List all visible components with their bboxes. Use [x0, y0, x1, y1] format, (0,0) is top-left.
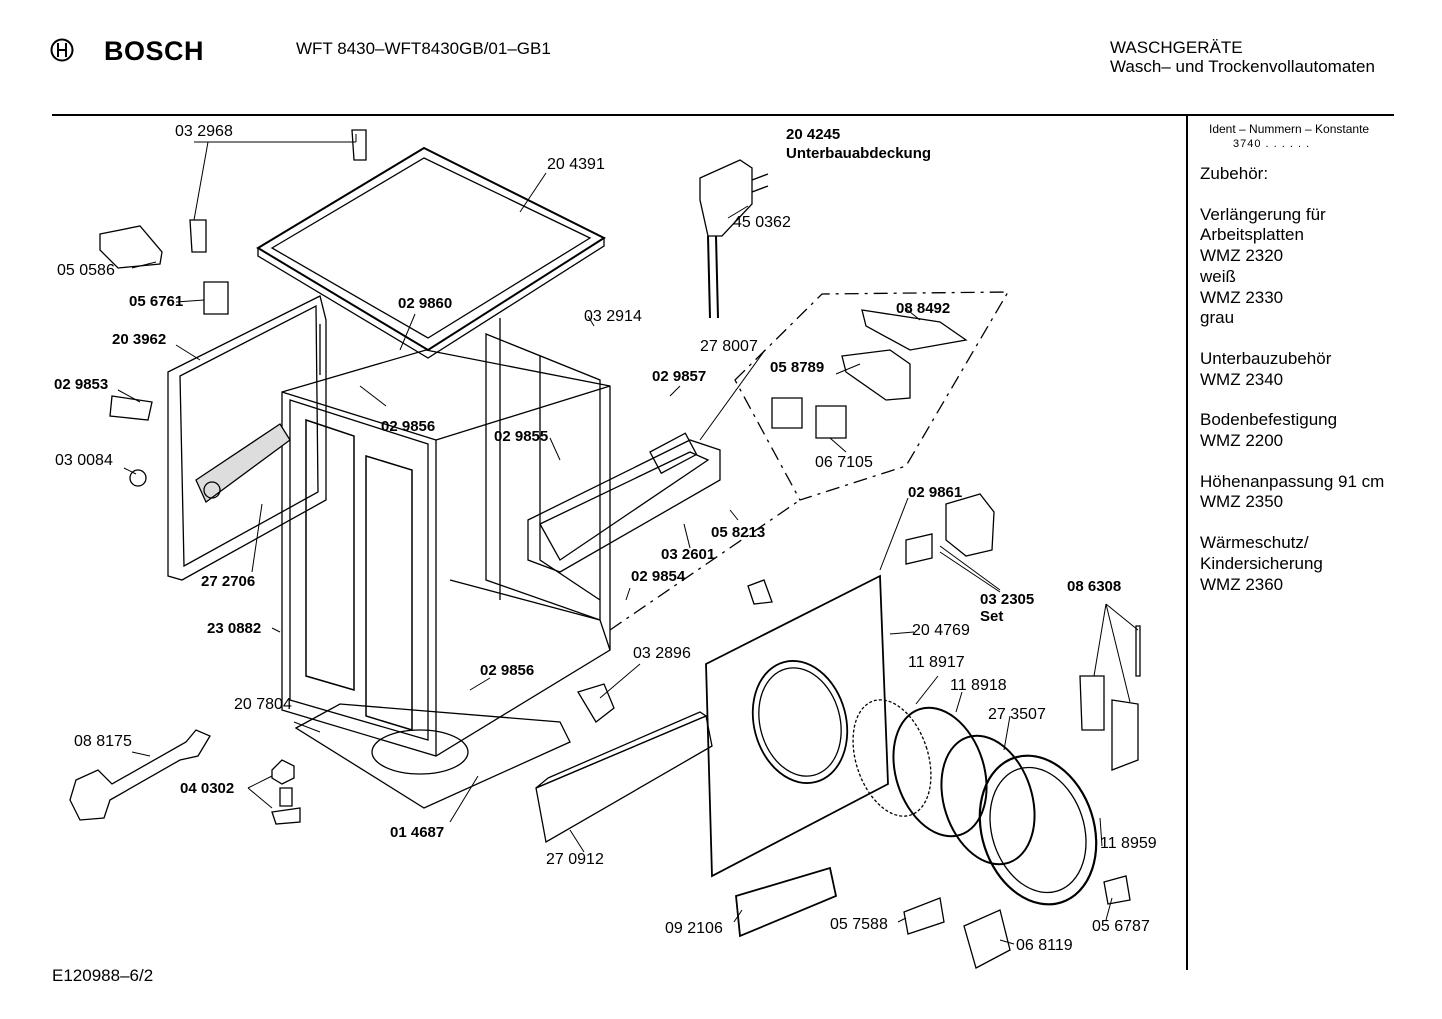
leader-lines [118, 134, 1138, 944]
part-label-032601: 03 2601 [661, 546, 716, 563]
part-label-029855: 02 9855 [494, 428, 549, 445]
ident-label: Ident – Nummern – Konstante [1209, 122, 1370, 136]
part-label-088175: 08 8175 [74, 733, 132, 750]
sidebar-divider [1186, 116, 1188, 970]
accessory-line: WMZ 2200 [1200, 431, 1284, 451]
top-cover-part [258, 148, 604, 358]
wrench-tool [70, 730, 210, 820]
part-label-278007: 27 8007 [700, 338, 758, 355]
part-label-unterbauabdeckung: Unterbauabdeckung [786, 145, 932, 162]
accessories-title: Zubehör: [1200, 164, 1269, 183]
category-subtitle: Wasch– und Trockenvollautomaten [1110, 57, 1375, 76]
brand-name: BOSCH [104, 36, 205, 66]
part-label-set: Set [980, 608, 1004, 625]
accessory-line: WMZ 2340 [1200, 369, 1284, 389]
kick-panel-part [536, 712, 712, 842]
power-cord-part [700, 160, 768, 318]
part-label-092106: 09 2106 [665, 920, 723, 937]
part-label-118959: 11 8959 [1100, 835, 1157, 852]
side-panel-part [168, 296, 326, 580]
exploded-parts-diagram [0, 0, 1186, 1000]
part-label-058213: 05 8213 [711, 524, 766, 541]
part-label-270912: 27 0912 [546, 851, 604, 868]
part-label-118917: 11 8917 [908, 654, 965, 671]
part-label-029857: 02 9857 [652, 368, 707, 385]
part-label-030084: 03 0084 [55, 452, 113, 469]
ident-value: 3740 . . . . . . [1233, 138, 1311, 150]
front-panel-part [706, 576, 888, 876]
part-label-032914: 03 2914 [584, 308, 642, 325]
accessory-line: Verlängerung für [1200, 204, 1326, 224]
part-label-032305: 03 2305 [980, 591, 1035, 608]
part-label-029861: 02 9861 [908, 484, 963, 501]
accessory-line: Arbeitsplatten [1200, 225, 1304, 245]
accessory-line: Kindersicherung [1200, 553, 1323, 573]
part-label-056787: 05 6787 [1092, 918, 1150, 935]
part-label-204769: 20 4769 [912, 622, 970, 639]
part-label-029856-b: 02 9856 [480, 662, 535, 679]
part-label-203962: 20 3962 [112, 331, 167, 348]
accessory-line: Unterbauzubehör [1200, 348, 1332, 368]
hinge-lock-parts [906, 494, 1140, 770]
accessory-line: grau [1200, 308, 1235, 328]
part-label-032896: 03 2896 [633, 645, 691, 662]
accessory-line: weiß [1200, 266, 1236, 286]
control-panel-part [528, 433, 720, 572]
small-parts-left [100, 130, 366, 486]
part-label-050586: 05 0586 [57, 262, 115, 279]
part-label-450362: 45 0362 [733, 214, 791, 231]
foot-screw-part [272, 760, 300, 824]
part-label-029853: 02 9853 [54, 376, 109, 393]
part-label-272706: 27 2706 [201, 573, 256, 590]
part-label-032968: 03 2968 [175, 123, 233, 140]
part-label-118918: 11 8918 [950, 677, 1007, 694]
part-label-058789: 05 8789 [770, 359, 825, 376]
bracket-dashed-outline [610, 500, 800, 630]
part-label-204245: 20 4245 [786, 126, 841, 143]
part-label-014687: 01 4687 [390, 824, 445, 841]
accessory-line: Höhenanpassung 91 cm [1200, 471, 1385, 491]
accessory-line: WMZ 2330 [1200, 287, 1284, 307]
part-label-040302: 04 0302 [180, 780, 235, 797]
accessory-line: WMZ 2350 [1200, 492, 1284, 512]
part-label-057588: 05 7588 [830, 916, 888, 933]
electronics-parts [772, 310, 966, 438]
part-label-068119: 06 8119 [1016, 937, 1073, 954]
door-ring-parts [839, 690, 1115, 920]
accessory-line: Wärmeschutz/ [1200, 533, 1309, 553]
accessory-line: WMZ 2320 [1200, 246, 1284, 266]
base-plate-part [296, 704, 570, 808]
part-label-273507: 27 3507 [988, 706, 1046, 723]
part-label-029860: 02 9860 [398, 295, 453, 312]
electronics-dashed-outline [735, 292, 1008, 500]
part-label-086308: 08 6308 [1067, 578, 1122, 595]
part-label-067105: 06 7105 [815, 454, 873, 471]
part-label-088492: 08 8492 [896, 300, 951, 317]
bottom-small-parts [578, 580, 1130, 968]
model-number: WFT 8430–WFT8430GB/01–GB1 [296, 39, 551, 58]
part-label-230882: 23 0882 [207, 620, 262, 637]
bosch-logo-icon [50, 38, 74, 62]
part-label-029854: 02 9854 [631, 568, 686, 585]
header-divider [52, 114, 1394, 116]
cabinet-frame-part [282, 318, 610, 756]
category-title: WASCHGERÄTE [1110, 38, 1243, 57]
accessory-line: WMZ 2360 [1200, 574, 1284, 594]
part-label-029856-a: 02 9856 [381, 418, 436, 435]
accessory-line: Bodenbefestigung [1200, 410, 1338, 430]
part-label-204391: 20 4391 [547, 156, 605, 173]
part-label-207804: 20 7804 [234, 696, 292, 713]
drawing-number: E120988–6/2 [52, 966, 154, 985]
part-label-056761: 05 6761 [129, 293, 184, 310]
